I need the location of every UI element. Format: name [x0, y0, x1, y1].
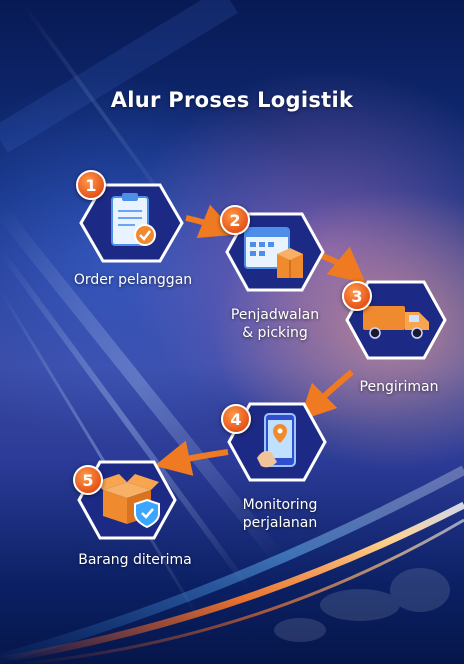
clipboard-check-icon: [111, 193, 156, 246]
step-5-label: Barang diterima: [78, 552, 192, 568]
step-2-label-line-1: Penjadwalan: [230, 307, 320, 323]
step-3: [345, 280, 447, 360]
step-4: [227, 402, 327, 482]
step-1-number-badge: 1: [76, 170, 106, 200]
phone-map-pin-icon: [257, 413, 296, 468]
step-4-label-line-1: Monitoring: [242, 497, 318, 513]
step-5-number-badge: 5: [73, 465, 103, 495]
truck-icon: [363, 306, 429, 339]
step-3-number-badge: 3: [342, 281, 372, 311]
step-5: [77, 460, 177, 540]
step-2-number-badge: 2: [220, 205, 250, 235]
step-1-label: Order pelanggan: [73, 272, 193, 288]
step-4-label-line-2: perjalanan: [242, 515, 318, 531]
step-2: [225, 212, 325, 292]
step-3-label: Pengiriman: [359, 379, 439, 395]
box-check-icon: [95, 474, 160, 529]
step-4-number-badge: 4: [221, 404, 251, 434]
step-1: [79, 183, 184, 263]
calendar-box-icon: [244, 227, 303, 278]
step-2-label-line-2: & picking: [242, 325, 308, 341]
page-title: Alur Proses Logistik: [110, 88, 354, 112]
